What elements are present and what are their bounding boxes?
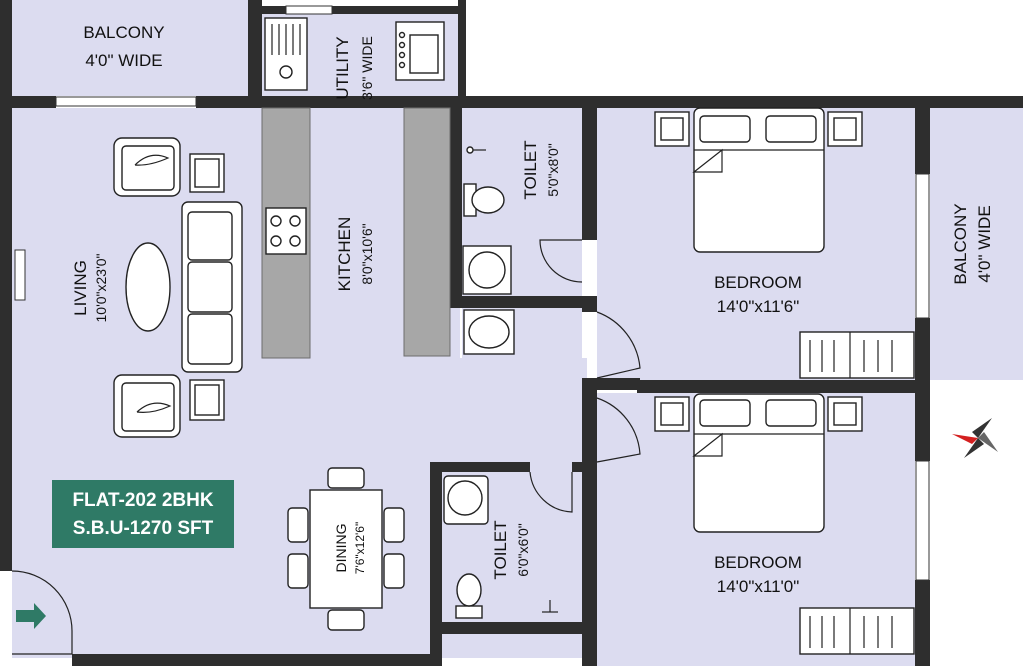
bedroom-bottom-window — [915, 460, 930, 581]
flat-tag-box — [52, 480, 234, 548]
utility-name: UTILITY — [333, 36, 352, 99]
flat-tag-line2: S.B.U-1270 SFT — [73, 518, 214, 539]
tv-unit — [14, 249, 26, 301]
balcony-right-floor — [930, 108, 1023, 380]
wardrobe-icon — [799, 607, 915, 655]
bedroom-top-name: BEDROOM — [714, 273, 802, 292]
toilet-top-name: TOILET — [521, 140, 540, 199]
utility-fixtures — [264, 17, 445, 91]
kitchen-counters — [261, 107, 451, 359]
bedroom-top-door — [596, 311, 641, 379]
coffee-table-icon — [125, 242, 171, 332]
balcony-top-size: 4'0" WIDE — [85, 51, 162, 70]
living-name: LIVING — [71, 260, 90, 316]
compass-icon — [952, 418, 998, 458]
utility-size: 3'6" WIDE — [359, 36, 375, 100]
wc-icon — [471, 186, 505, 214]
bed-icon — [693, 393, 825, 533]
kitchen-name: KITCHEN — [335, 217, 354, 292]
wardrobe-icon — [799, 331, 915, 379]
toilet-top-door — [539, 239, 583, 283]
toilet-top-fixtures — [462, 146, 515, 355]
bedroom-top-furniture — [654, 107, 915, 379]
living-window — [55, 96, 197, 107]
hob-icon — [265, 207, 307, 255]
dining-table-icon — [309, 489, 383, 609]
bedroom-top-size: 14'0"x11'6" — [717, 297, 800, 316]
dining-set — [287, 467, 405, 631]
flat-tag: FLAT-202 2BHK S.B.U-1270 SFT — [52, 480, 234, 548]
bedroom-bottom-size: 14'0"x11'0" — [717, 577, 800, 596]
dining-name: DINING — [333, 524, 349, 573]
bedroom-bottom-furniture — [654, 393, 915, 655]
toilet-bottom-door — [529, 471, 573, 513]
balcony-top-floor — [12, 0, 248, 96]
counter-right — [403, 107, 451, 357]
windows — [14, 5, 930, 581]
bedroom-top-window — [915, 173, 930, 319]
toilet-bottom-fixtures — [443, 475, 558, 619]
toilet-top-size: 5'0"x8'0" — [545, 143, 561, 196]
doors — [11, 239, 641, 655]
utility-window — [285, 5, 333, 15]
main-door-swing — [11, 570, 73, 655]
toilet-bottom-size: 6'0"x6'0" — [515, 523, 531, 576]
toilet-bottom-name: TOILET — [491, 520, 510, 579]
balcony-top-name: BALCONY — [83, 23, 164, 42]
bedroom-bottom-name: BEDROOM — [714, 553, 802, 572]
kitchen-size: 8'0"x10'6" — [359, 223, 375, 284]
living-furniture — [113, 137, 243, 438]
bed-icon — [693, 107, 825, 253]
bedroom-bottom-door — [596, 397, 641, 463]
living-size: 10'0"x23'0" — [93, 253, 109, 322]
flat-tag-line1: FLAT-202 2BHK — [72, 490, 213, 511]
balcony-right-size: 4'0" WIDE — [975, 205, 994, 282]
dining-size: 7'6"x12'6" — [353, 522, 367, 574]
room-labels: BALCONY 4'0" WIDE UTILITY 3'6" WIDE LIVI… — [71, 23, 994, 596]
wc-icon — [456, 573, 482, 607]
balcony-right-name: BALCONY — [951, 203, 970, 284]
entry-arrow-icon — [16, 603, 46, 629]
